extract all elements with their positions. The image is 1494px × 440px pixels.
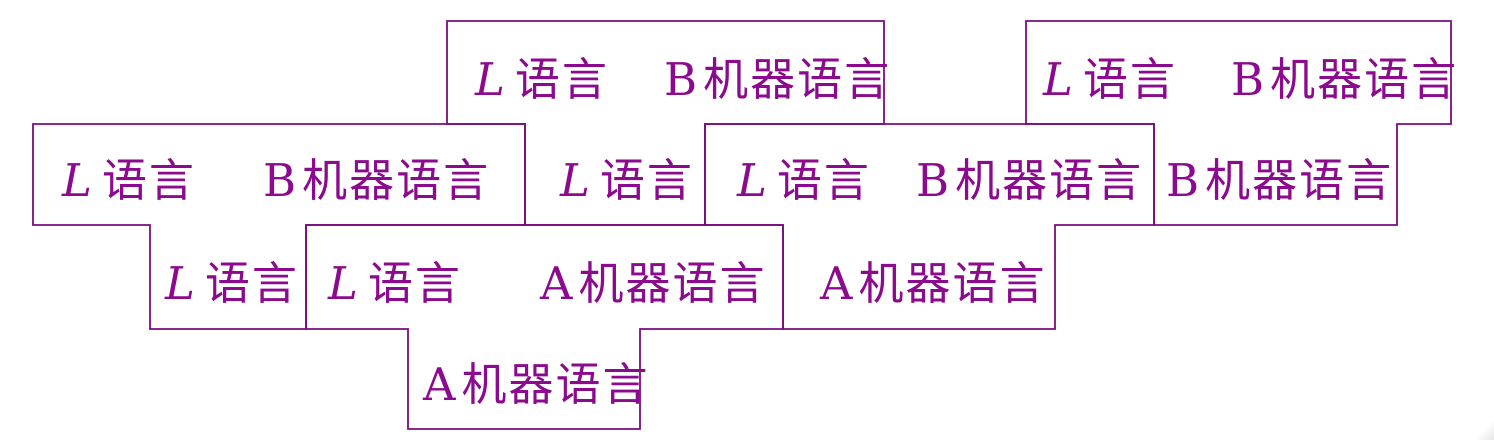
latin-letter: A: [819, 257, 855, 310]
latin-letter: L: [164, 257, 197, 310]
left-bar-target-label: B机器语言: [263, 154, 490, 207]
latin-letter: L: [61, 154, 94, 207]
latin-letter: L: [327, 257, 360, 310]
top-right-bar-target-label: B机器语言: [1231, 53, 1458, 106]
cjk-text: 语言: [205, 257, 299, 310]
top-right-stem-label: B机器语言: [1166, 154, 1393, 207]
cjk-text: 机器语言: [462, 358, 650, 411]
cjk-text: 语言: [368, 257, 462, 310]
latin-letter: L: [559, 154, 592, 207]
cjk-text: 机器语言: [703, 53, 891, 106]
cjk-text: 语言: [515, 53, 609, 106]
bottom-bar-target-label: A机器语言: [539, 257, 767, 310]
latin-letter: L: [474, 53, 507, 106]
middle-stem-label: A机器语言: [819, 257, 1047, 310]
latin-letter: A: [422, 358, 458, 411]
cjk-text: 机器语言: [1205, 154, 1393, 207]
latin-letter: B: [664, 53, 699, 106]
latin-letter: B: [1231, 53, 1266, 106]
latin-letter: B: [916, 154, 951, 207]
cjk-text: 机器语言: [1270, 53, 1458, 106]
top-middle-bar-target-label: B机器语言: [664, 53, 891, 106]
cjk-text: 机器语言: [859, 257, 1047, 310]
latin-letter: B: [1166, 154, 1201, 207]
cjk-text: 语言: [600, 154, 694, 207]
middle-bar-target-label: B机器语言: [916, 154, 1143, 207]
cjk-text: 机器语言: [955, 154, 1143, 207]
bottom-stem-label: A机器语言: [422, 358, 650, 411]
cjk-text: 机器语言: [302, 154, 490, 207]
cjk-text: 语言: [102, 154, 196, 207]
latin-letter: B: [263, 154, 298, 207]
cjk-text: 语言: [1083, 53, 1177, 106]
latin-letter: A: [539, 257, 575, 310]
latin-letter: L: [736, 154, 769, 207]
latin-letter: L: [1042, 53, 1075, 106]
cjk-text: 语言: [777, 154, 871, 207]
t-piece-bottom-outline: [305, 224, 784, 430]
cjk-text: 机器语言: [579, 257, 767, 310]
